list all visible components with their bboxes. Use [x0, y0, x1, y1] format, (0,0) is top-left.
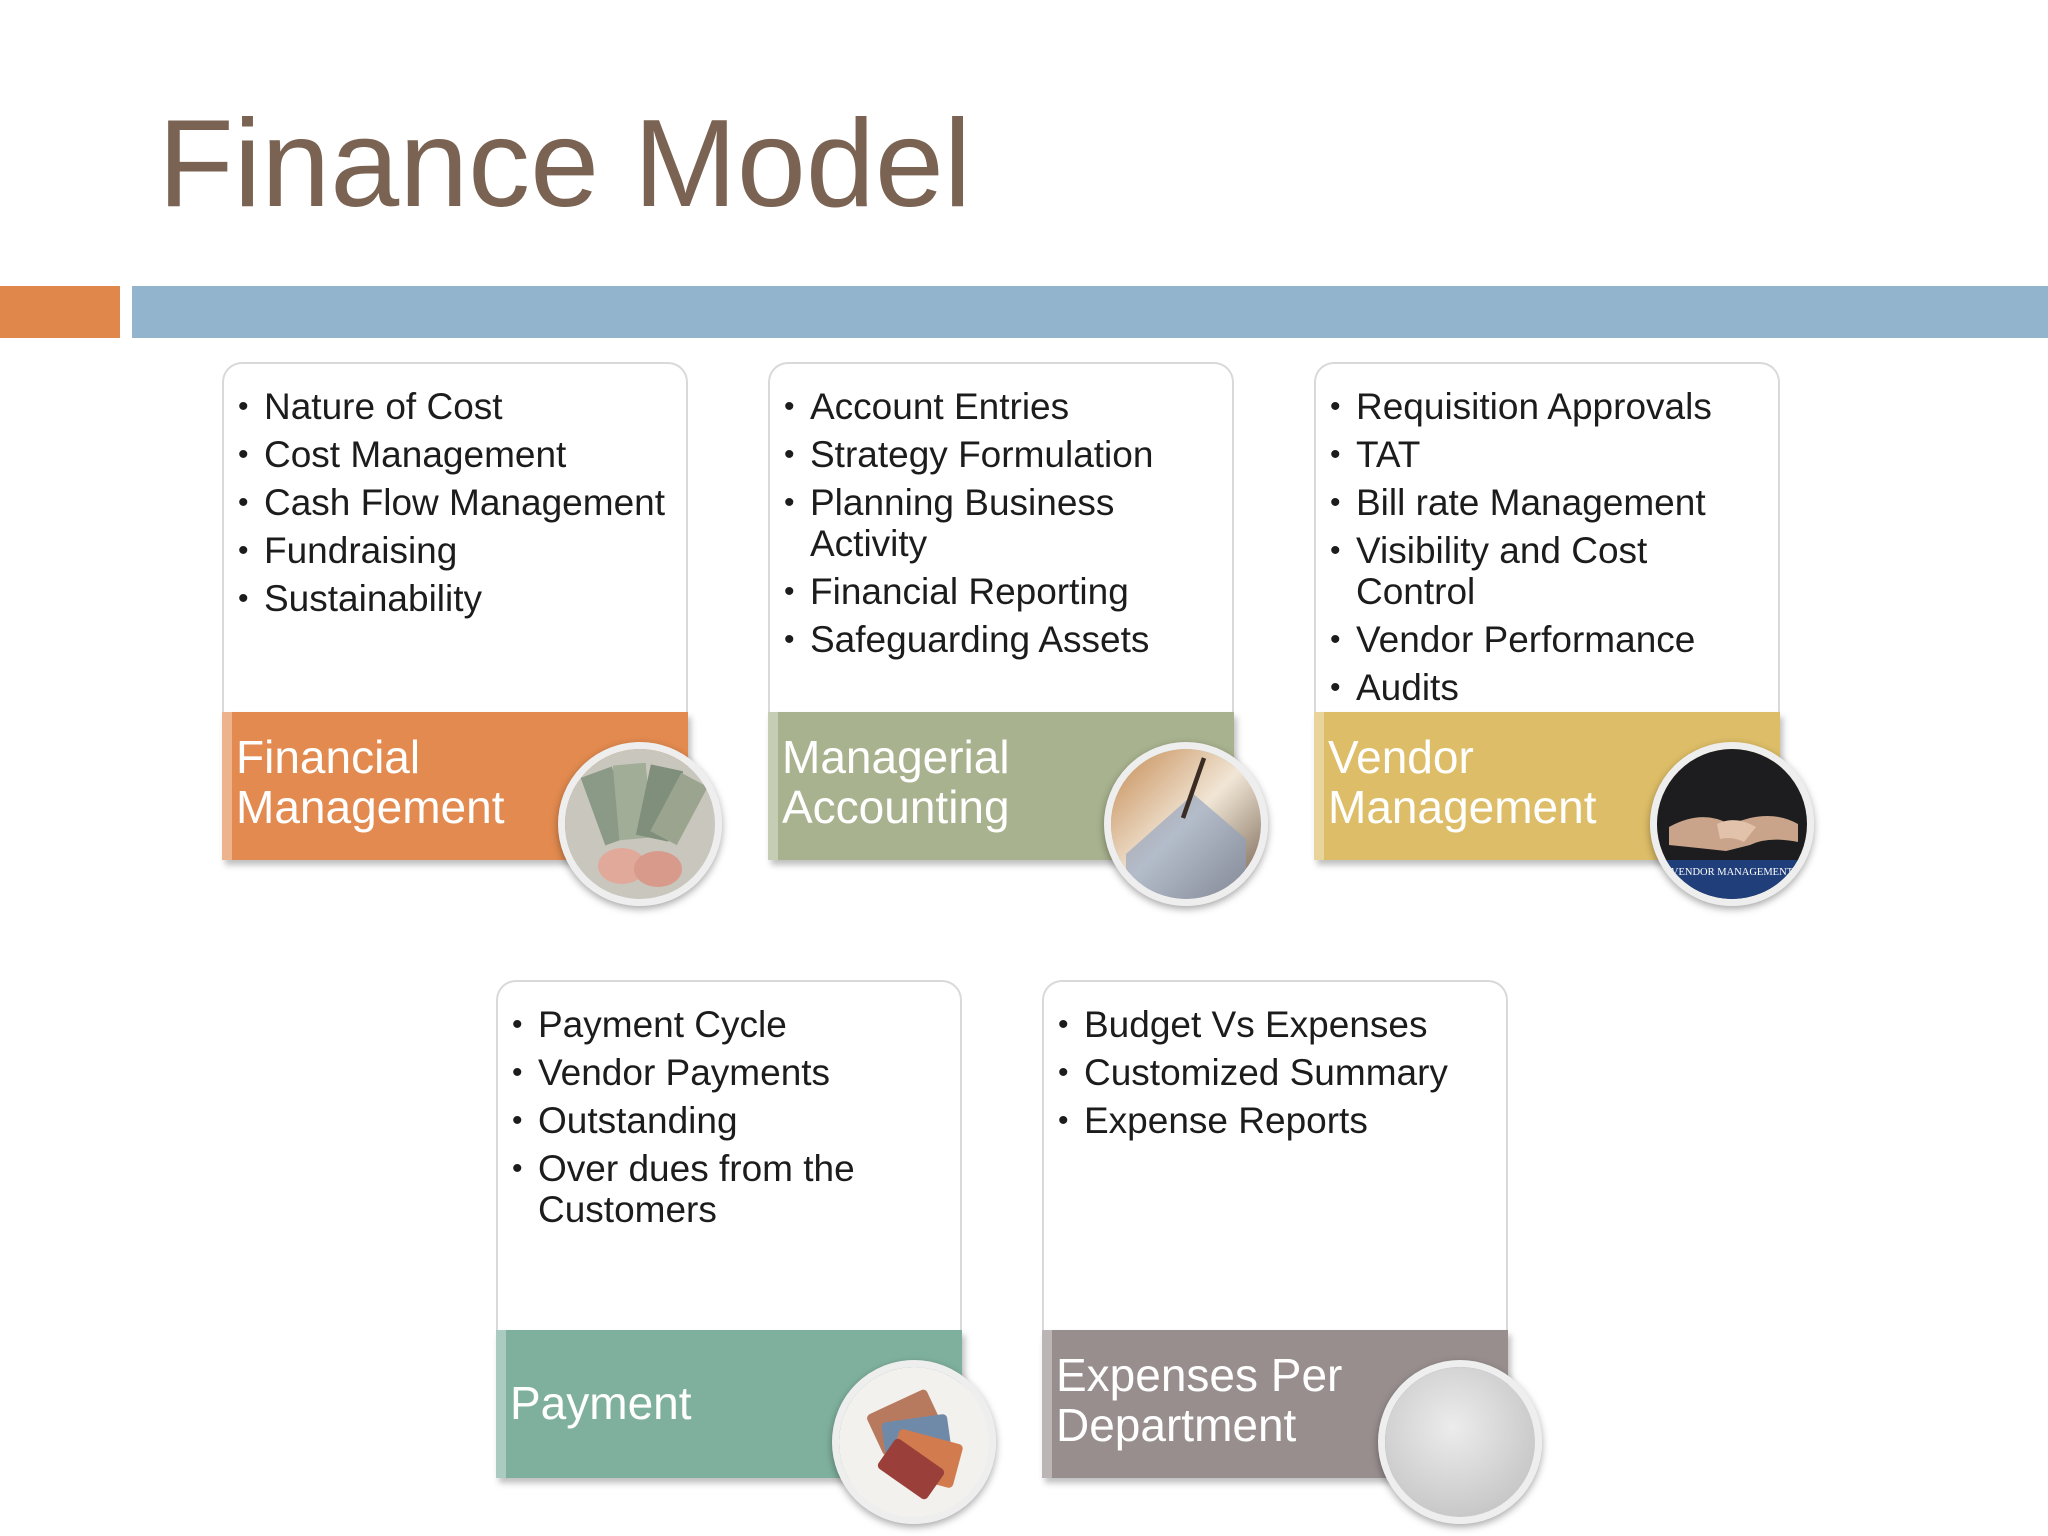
bullet-item: Customized Summary [1058, 1052, 1492, 1093]
card-vendor-management: Requisition Approvals TAT Bill rate Mana… [1314, 362, 1814, 906]
bullet-item: Expense Reports [1058, 1100, 1492, 1141]
accent-bar-orange [0, 286, 120, 338]
card-label-bar: Vendor Management [1314, 712, 1780, 860]
bullet-list: Nature of Cost Cost Management Cash Flow… [238, 386, 672, 619]
bullet-item: Cash Flow Management [238, 482, 672, 523]
accent-bar-blue [132, 286, 2048, 338]
card-bullet-box: Payment Cycle Vendor Payments Outstandin… [496, 980, 962, 1330]
bullet-item: Nature of Cost [238, 386, 672, 427]
card-label: Financial Management [236, 731, 505, 833]
card-label: Managerial Accounting [782, 731, 1010, 833]
money-in-hands-icon [558, 742, 722, 906]
bullet-item: Audits [1330, 667, 1764, 708]
bullet-item: TAT [1330, 434, 1764, 475]
bullet-item: Requisition Approvals [1330, 386, 1764, 427]
bullet-item: Account Entries [784, 386, 1218, 427]
bullet-item: Budget Vs Expenses [1058, 1004, 1492, 1045]
bullet-item: Payment Cycle [512, 1004, 946, 1045]
bullet-item: Strategy Formulation [784, 434, 1218, 475]
card-payment: Payment Cycle Vendor Payments Outstandin… [496, 980, 996, 1524]
card-label: Expenses Per Department [1056, 1349, 1343, 1451]
bullet-item: Outstanding [512, 1100, 946, 1141]
bullet-list: Budget Vs Expenses Customized Summary Ex… [1058, 1004, 1492, 1141]
bullet-item: Cost Management [238, 434, 672, 475]
bullet-list: Requisition Approvals TAT Bill rate Mana… [1330, 386, 1764, 708]
card-bullet-box: Requisition Approvals TAT Bill rate Mana… [1314, 362, 1780, 712]
bullet-item: Vendor Performance [1330, 619, 1764, 660]
bullet-list: Account Entries Strategy Formulation Pla… [784, 386, 1218, 660]
handshake-icon: VENDOR MANAGEMENT [1650, 742, 1814, 906]
bullet-item: Planning Business Activity [784, 482, 1218, 564]
card-expenses-per-department: Budget Vs Expenses Customized Summary Ex… [1042, 980, 1542, 1524]
card-managerial-accounting: Account Entries Strategy Formulation Pla… [768, 362, 1268, 906]
bullet-item: Over dues from the Customers [512, 1148, 946, 1230]
blank-circle-icon [1378, 1360, 1542, 1524]
card-bullet-box: Nature of Cost Cost Management Cash Flow… [222, 362, 688, 712]
card-financial-management: Nature of Cost Cost Management Cash Flow… [222, 362, 722, 906]
card-label: Payment [510, 1377, 692, 1429]
slide-title: Finance Model [158, 95, 972, 233]
card-bullet-box: Budget Vs Expenses Customized Summary Ex… [1042, 980, 1508, 1330]
card-bullet-box: Account Entries Strategy Formulation Pla… [768, 362, 1234, 712]
bullet-item: Financial Reporting [784, 571, 1218, 612]
bullet-item: Safeguarding Assets [784, 619, 1218, 660]
bullet-item: Fundraising [238, 530, 672, 571]
accounting-photo-icon [1104, 742, 1268, 906]
card-label: Vendor Management [1328, 731, 1597, 833]
bullet-list: Payment Cycle Vendor Payments Outstandin… [512, 1004, 946, 1230]
bullet-item: Visibility and Cost Control [1330, 530, 1764, 612]
bullet-item: Vendor Payments [512, 1052, 946, 1093]
bullet-item: Bill rate Management [1330, 482, 1764, 523]
bullet-item: Sustainability [238, 578, 672, 619]
credit-cards-icon [832, 1360, 996, 1524]
card-label-bar: Expenses Per Department [1042, 1330, 1508, 1478]
handshake-caption: VENDOR MANAGEMENT [1671, 867, 1794, 878]
